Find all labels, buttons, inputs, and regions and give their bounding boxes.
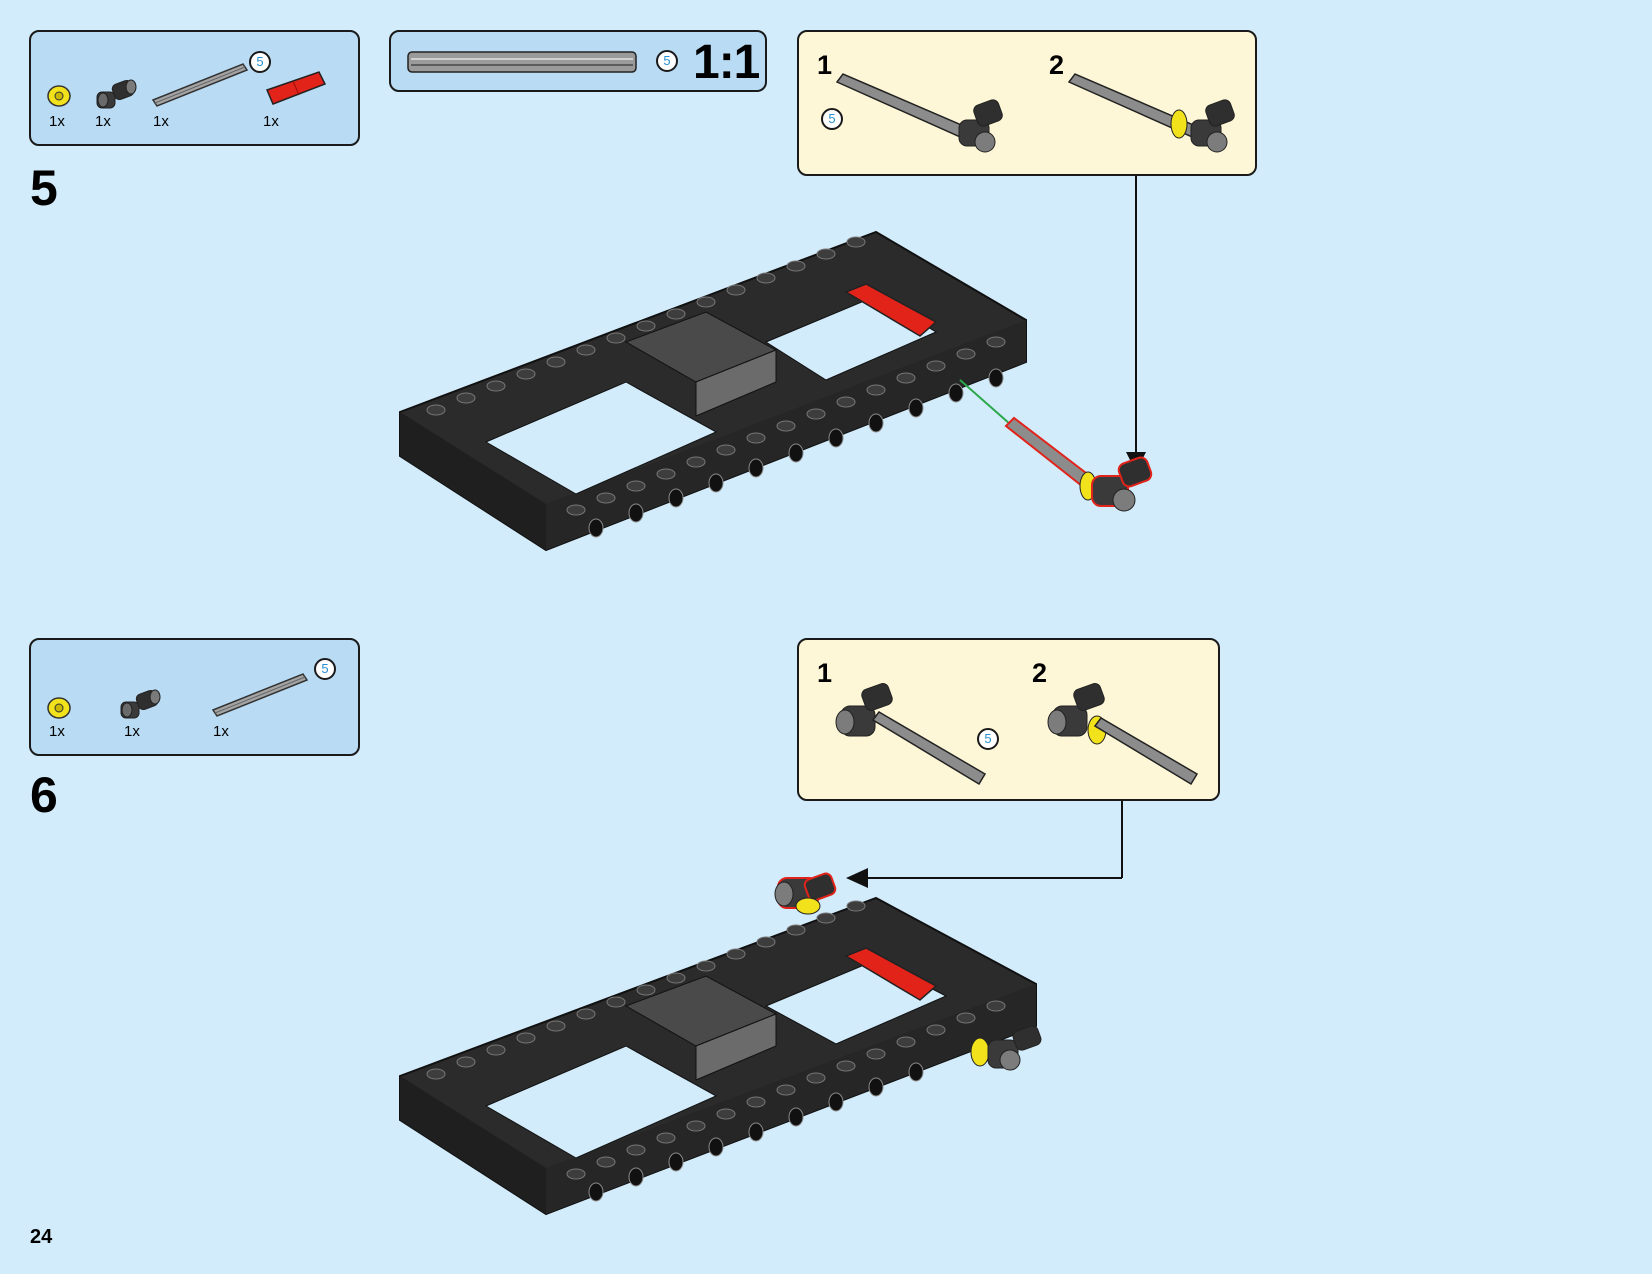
page-number: 24 [30, 1226, 53, 1248]
connector-with-axle-image [835, 683, 987, 786]
yellow-bush-icon [47, 85, 71, 107]
part-qty: 1x [213, 723, 229, 740]
axle-pin-connector-icon [120, 689, 161, 719]
axle-length-badge: 5 [821, 108, 843, 130]
step-number: 6 [30, 767, 58, 823]
connector-with-bush-axle-image [1047, 683, 1199, 786]
axle-length-badge: 5 [656, 50, 678, 72]
axle-with-bush-connector-image [1067, 73, 1235, 153]
step6-model-frame [399, 872, 1042, 1216]
part-qty: 1x [49, 723, 65, 740]
inserting-axle-assembly [959, 379, 1153, 512]
axle-pin-connector-icon [96, 79, 137, 109]
part-qty: 1x [124, 723, 140, 740]
yellow-bush-icon [47, 697, 71, 719]
step5-model-frame [399, 230, 1027, 552]
part-qty: 1x [263, 113, 279, 130]
substep-number: 2 [1049, 50, 1065, 80]
step6-parts-list: 1x 1x 5 1x [29, 638, 360, 756]
axle-length-badge: 5 [977, 728, 999, 750]
step-number: 5 [30, 160, 58, 216]
axle-icon [151, 63, 249, 107]
axle-with-connector-image [835, 73, 1003, 153]
axle-length-badge: 5 [249, 51, 271, 73]
step6-subassembly-callout: 1 5 2 [797, 638, 1220, 801]
scale-reference-box: 5 1:1 [389, 30, 767, 92]
part-qty: 1x [95, 113, 111, 130]
step5-parts-list: 1x 1x 5 1x 1x [29, 30, 360, 146]
substep-number: 2 [1032, 658, 1048, 688]
axle-scale-icon [407, 51, 637, 73]
step5-subassembly-callout: 1 5 2 [797, 30, 1257, 176]
scale-ratio: 1:1 [693, 36, 760, 89]
axle-length-badge: 5 [314, 658, 336, 680]
substep-number: 1 [817, 50, 833, 80]
axle-icon [211, 673, 309, 717]
red-axle-connector-icon [265, 71, 327, 105]
part-qty: 1x [49, 113, 65, 130]
part-qty: 1x [153, 113, 169, 130]
substep-number: 1 [817, 658, 833, 688]
